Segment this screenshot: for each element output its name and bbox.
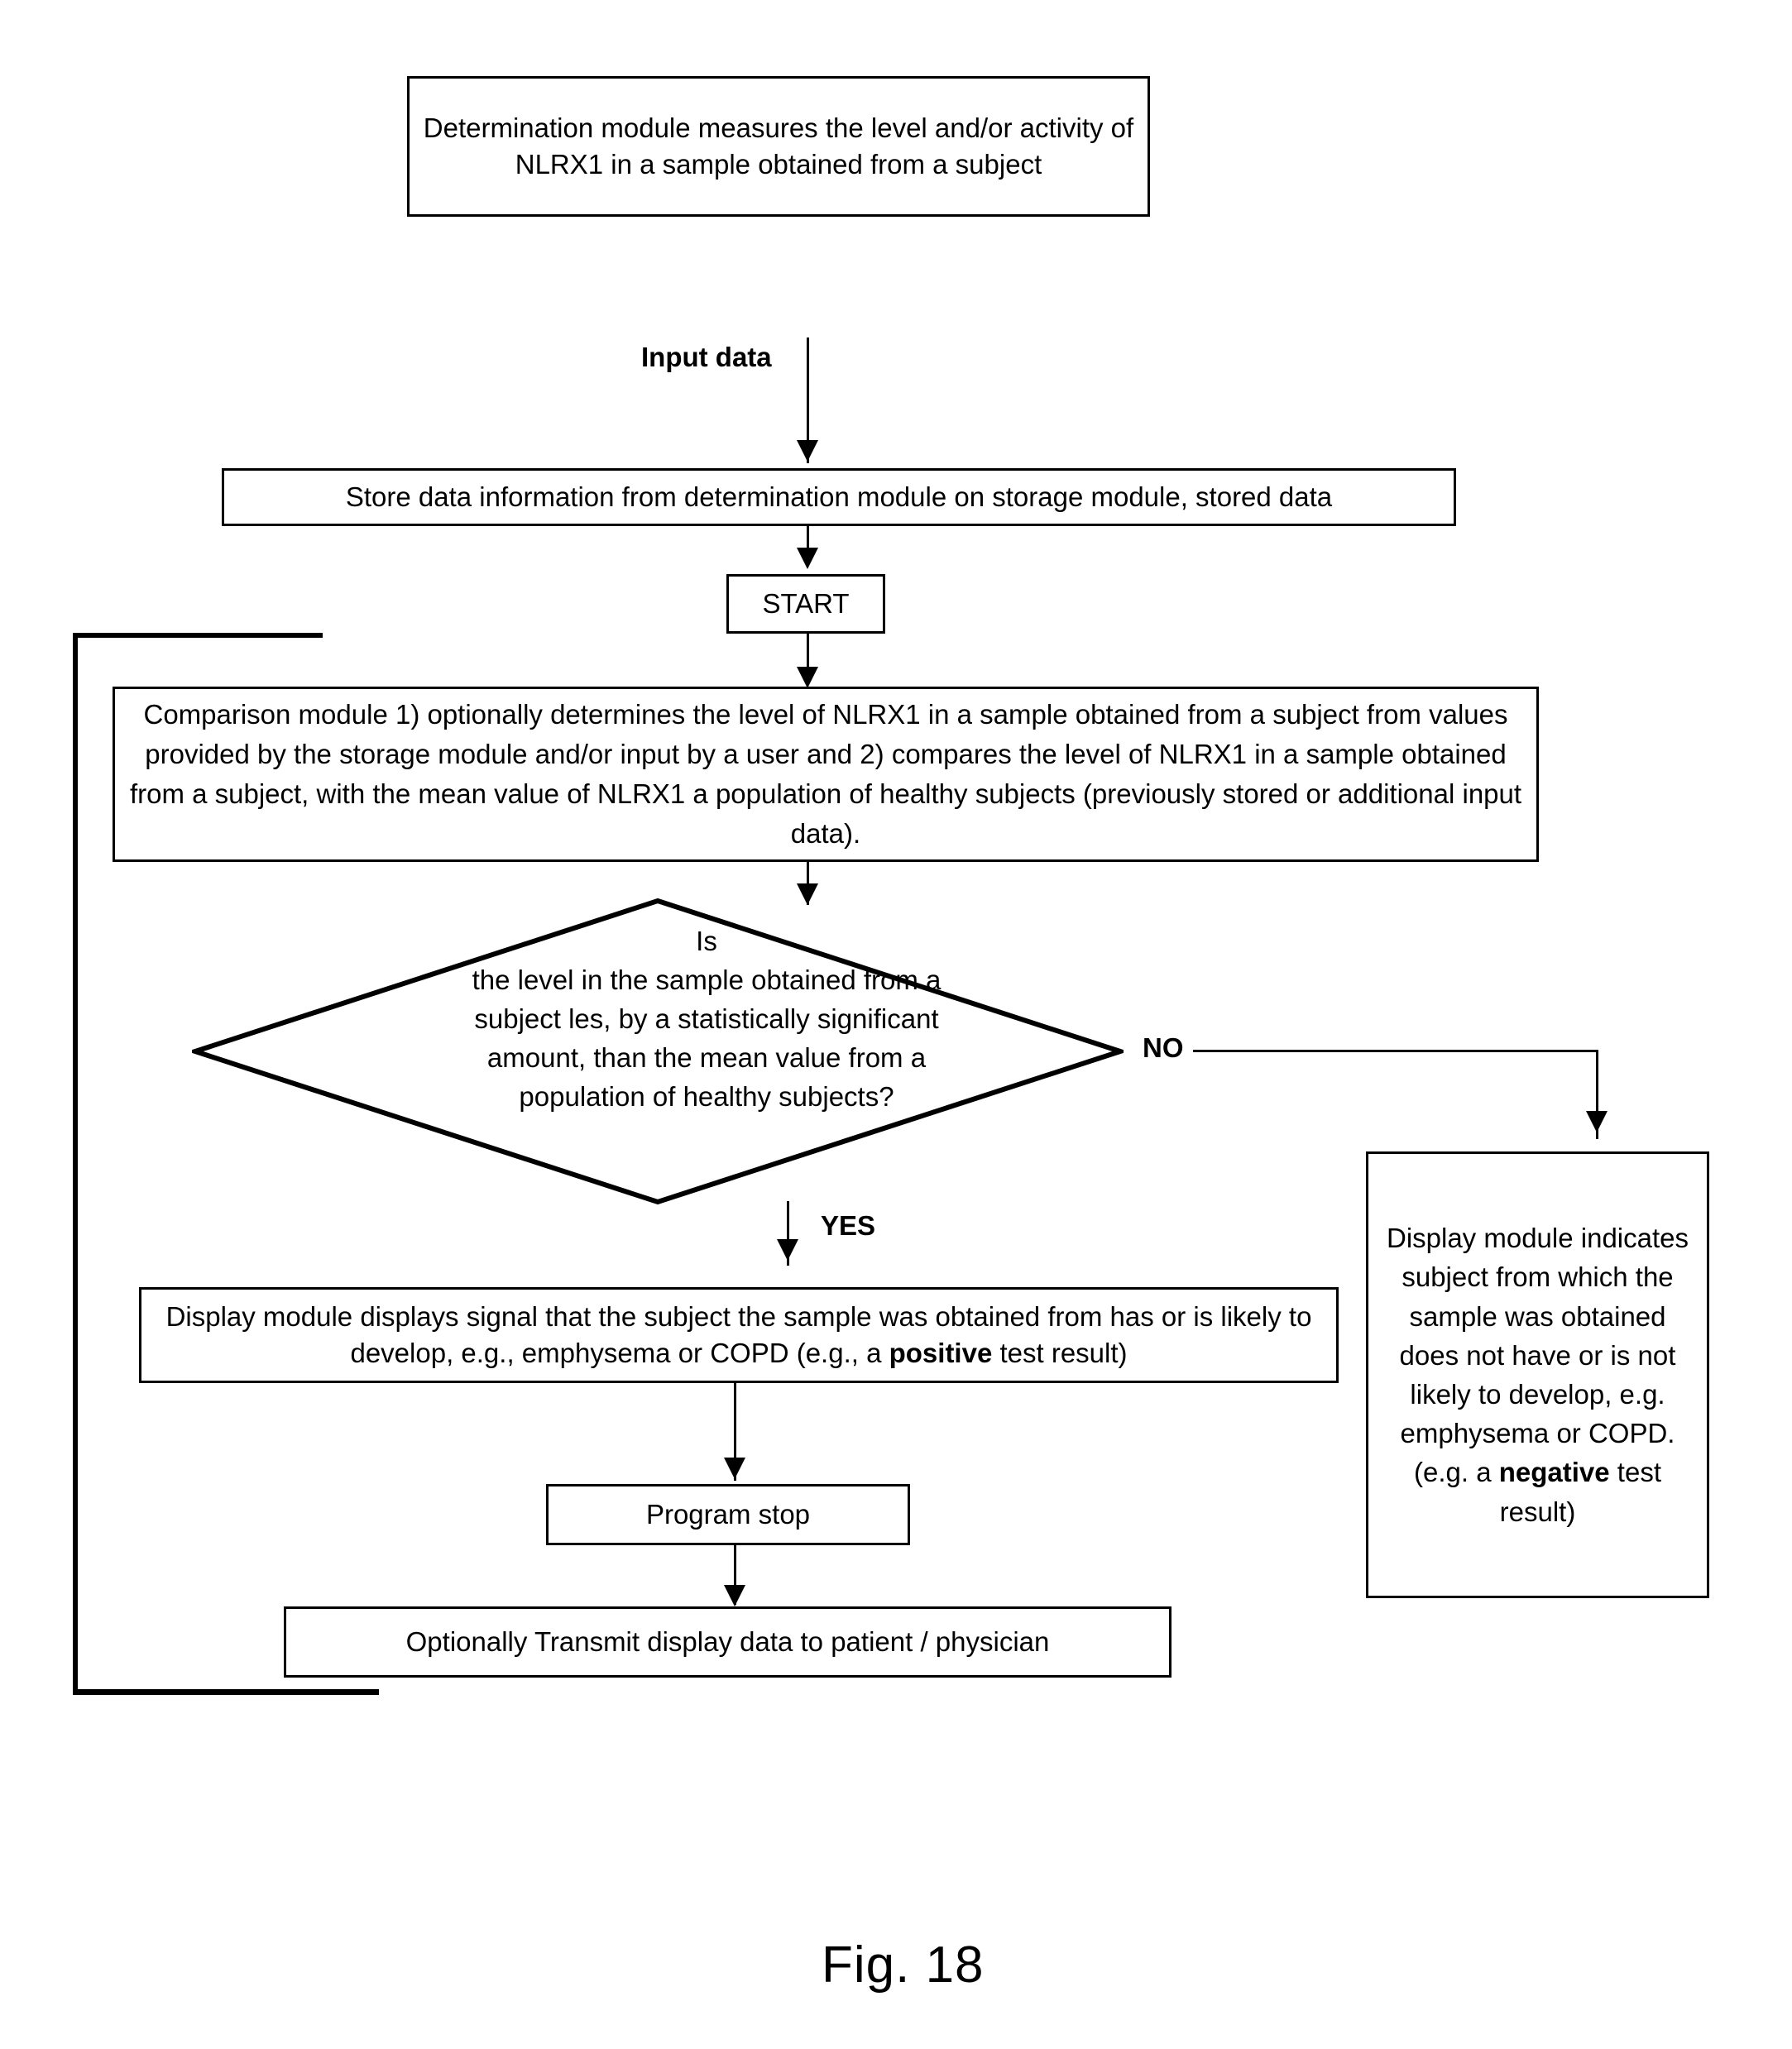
node-negative-result: Display module indicates subject from wh… bbox=[1366, 1151, 1709, 1598]
node-program-stop-label: Program stop bbox=[645, 1498, 811, 1530]
node-positive-result-text-bold: positive bbox=[889, 1338, 993, 1368]
node-decision-line5: population of healthy subjects? bbox=[519, 1081, 894, 1112]
node-determination-module: Determination module measures the level … bbox=[407, 76, 1150, 217]
edge-no-horizontal-segment bbox=[1193, 1050, 1598, 1052]
edge-positive-to-stop-arrow bbox=[724, 1458, 745, 1479]
edge-stop-to-transmit-arrow bbox=[724, 1585, 745, 1606]
node-negative-result-text-part2: test result) bbox=[1499, 1457, 1661, 1527]
node-decision-line2: the level in the sample obtained from a bbox=[472, 965, 942, 995]
node-decision-line4: amount, than the mean value from a bbox=[486, 1042, 927, 1073]
edge-no-vertical-segment bbox=[1596, 1050, 1598, 1139]
feedback-loop-top-segment bbox=[73, 633, 323, 638]
node-negative-result-label: Display module indicates subject from wh… bbox=[1380, 1218, 1695, 1531]
node-decision-line1: Is bbox=[696, 926, 717, 956]
edge-yes-line bbox=[787, 1201, 789, 1266]
edge-start-to-comparison-line bbox=[807, 634, 809, 685]
edge-label-yes: YES bbox=[821, 1210, 876, 1241]
node-determination-module-label: Determination module measures the level … bbox=[423, 112, 1134, 180]
node-transmit-label: Optionally Transmit display data to pati… bbox=[405, 1625, 1050, 1657]
edge-determination-to-storage-arrow bbox=[797, 440, 818, 462]
node-comparison-module: Comparison module 1) optionally determin… bbox=[113, 687, 1539, 862]
node-positive-result-text-part1: Display module displays signal that the … bbox=[165, 1300, 1312, 1368]
node-positive-result-text-part2: test result) bbox=[992, 1338, 1128, 1368]
edge-stop-to-transmit-line bbox=[734, 1545, 736, 1605]
edge-start-to-comparison-arrow bbox=[797, 667, 818, 688]
edge-comparison-to-decision-arrow bbox=[797, 883, 818, 905]
edge-label-input-data: Input data bbox=[641, 342, 772, 372]
node-storage-module: Store data information from determinatio… bbox=[222, 468, 1456, 526]
feedback-loop-left-segment bbox=[73, 633, 78, 1694]
node-comparison-module-label: Comparison module 1) optionally determin… bbox=[129, 699, 1522, 849]
node-decision-line3: subject les, by a statistically signific… bbox=[474, 1003, 939, 1034]
node-start: START bbox=[726, 574, 885, 634]
feedback-loop-bottom-segment bbox=[73, 1689, 379, 1695]
edge-no-arrow bbox=[1586, 1111, 1608, 1132]
figure-caption: Fig. 18 bbox=[822, 1936, 985, 1994]
node-decision: Is the level in the sample obtained from… bbox=[192, 898, 1124, 1205]
node-storage-module-label: Store data information from determinatio… bbox=[345, 481, 1333, 512]
node-start-label: START bbox=[762, 587, 850, 619]
edge-storage-to-start-arrow bbox=[797, 548, 818, 569]
node-positive-result-label: Display module displays signal that the … bbox=[153, 1299, 1325, 1372]
node-program-stop: Program stop bbox=[546, 1484, 910, 1545]
edge-yes-arrow bbox=[777, 1239, 798, 1261]
decision-diamond-shape bbox=[192, 898, 1124, 1205]
edge-label-no: NO bbox=[1143, 1032, 1184, 1063]
node-negative-result-text-bold: negative bbox=[1498, 1457, 1610, 1488]
node-negative-result-text-part1: Display module indicates subject from wh… bbox=[1386, 1223, 1689, 1488]
node-transmit: Optionally Transmit display data to pati… bbox=[284, 1606, 1172, 1678]
edge-determination-to-storage-line bbox=[807, 338, 809, 463]
node-positive-result: Display module displays signal that the … bbox=[139, 1287, 1339, 1383]
edge-positive-to-stop-line bbox=[734, 1383, 736, 1481]
edge-storage-to-start-line bbox=[807, 526, 809, 556]
